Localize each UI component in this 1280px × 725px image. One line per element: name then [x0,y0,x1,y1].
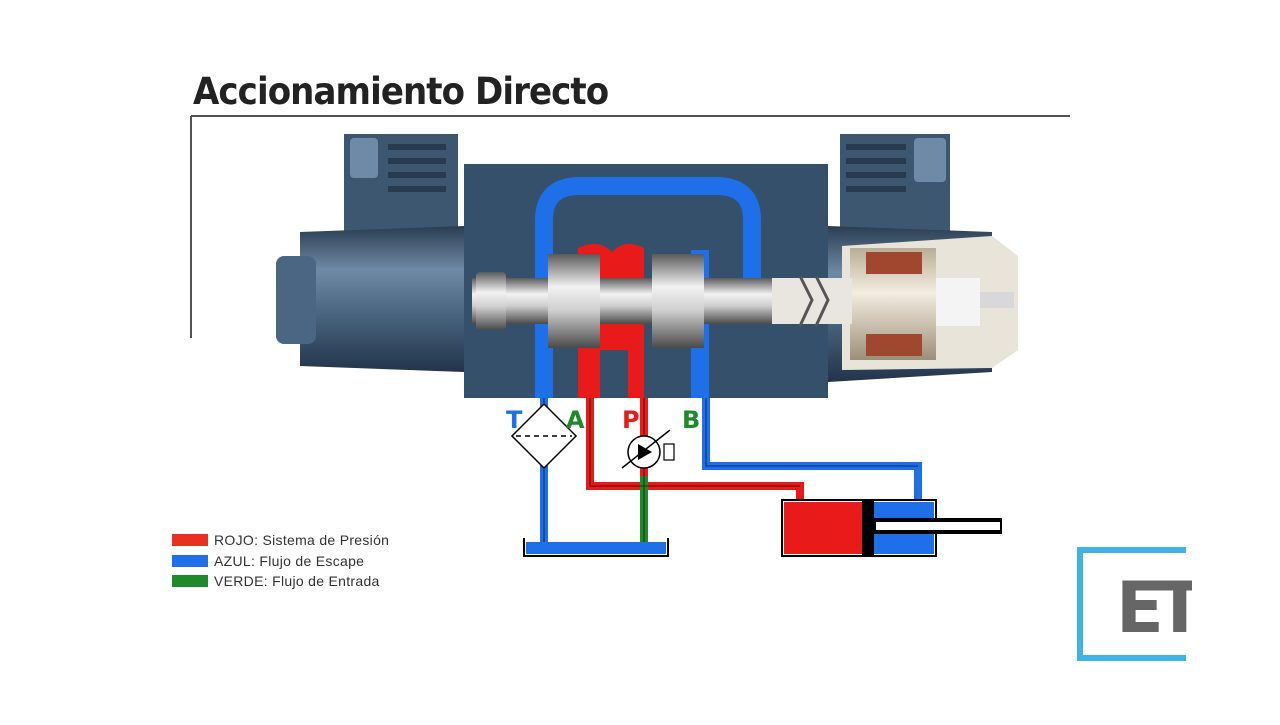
tank [523,538,669,557]
logo-text: ET [1116,567,1192,649]
spool [472,254,852,348]
right-solenoid [828,134,1018,382]
legend-label: AZUL: Flujo de Escape [214,552,365,569]
et-logo: ET [1077,547,1192,661]
legend-item-pressure: ROJO: Sistema de Presión [172,530,389,551]
legend-swatch-green [172,575,208,588]
pump-symbol [621,429,675,469]
legend-swatch-blue [172,554,208,567]
left-solenoid [276,134,464,372]
port-t-label: T [506,406,523,434]
filter-symbol [510,402,578,470]
port-b-label: B [682,406,700,434]
legend-item-supply: VERDE: Flujo de Entrada [172,571,389,592]
title-frame [190,115,1070,338]
legend-item-exhaust: AZUL: Flujo de Escape [172,551,389,572]
color-legend: ROJO: Sistema de Presión AZUL: Flujo de … [172,530,389,592]
port-a-label: A [566,406,585,434]
legend-label: ROJO: Sistema de Presión [214,532,390,549]
legend-swatch-red [172,534,208,547]
port-p-label: P [622,406,640,434]
cylinder [781,499,1002,557]
legend-label: VERDE: Flujo de Entrada [214,573,380,590]
page-title: Accionamiento Directo [193,70,609,113]
